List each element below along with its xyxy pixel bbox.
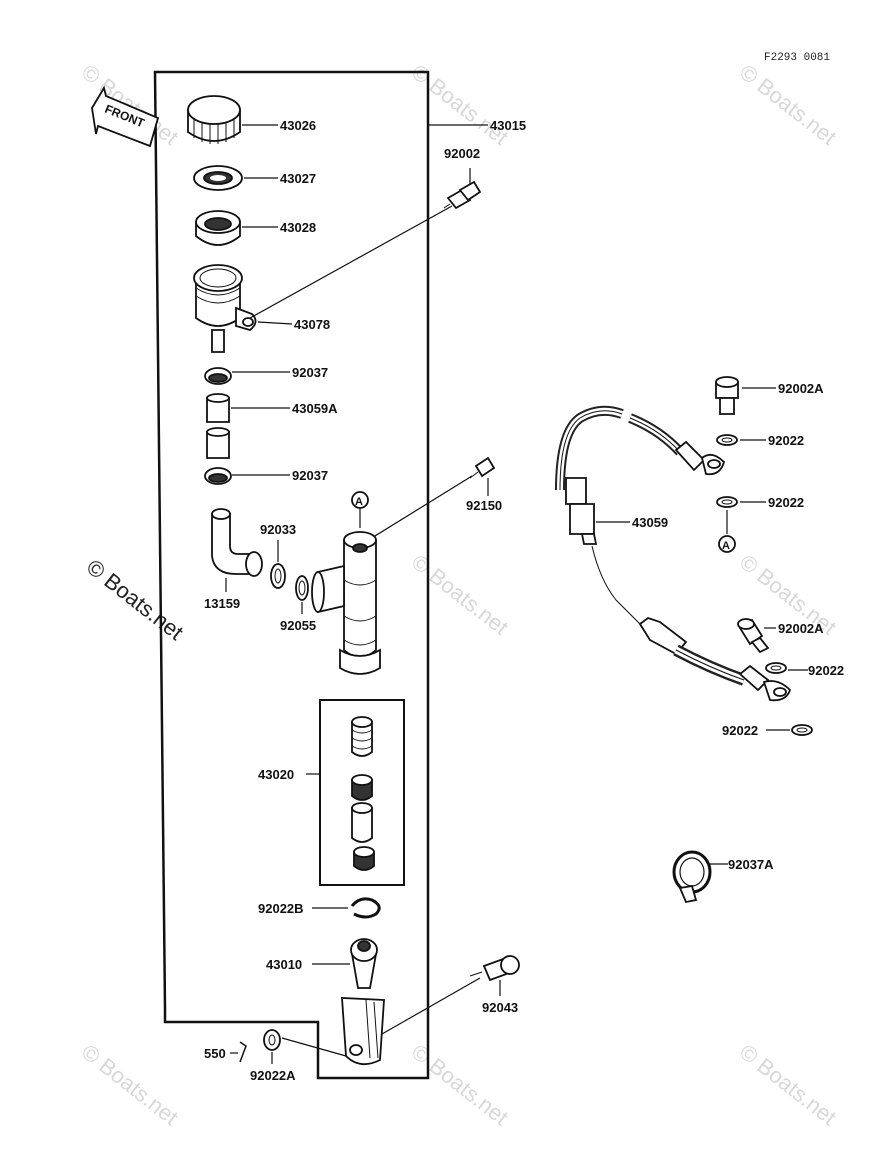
plate-43027 [193,165,243,191]
brake-hose-43059 [555,405,792,702]
part-label-92043: 92043 [482,1000,518,1015]
part-label-43026: 43026 [280,118,316,133]
piston-kit-43020 [351,716,375,871]
part-label-92037-bottom: 92037 [292,468,328,483]
part-label-550: 550 [204,1046,226,1061]
hose-43059A [206,393,230,459]
part-label-43059: 43059 [632,515,668,530]
assembly-border [153,70,430,1080]
watermark-4: © Boats.net [82,554,188,645]
hose-clamp-92037A [672,850,712,904]
washer-92022A [263,1029,281,1051]
part-label-92037A: 92037A [728,857,774,872]
bolt-92002 [443,180,482,210]
part-label-43010: 43010 [266,957,302,972]
svg-text:A: A [722,540,730,552]
part-label-43020: 43020 [258,767,294,782]
watermark-7: © Boats.net [77,1039,183,1130]
o-ring-92033 [270,563,286,589]
part-label-13159: 13159 [204,596,240,611]
elbow-fitting-13159 [211,508,263,577]
part-label-92022-4: 92022 [722,723,758,738]
clamp-92037-top [204,367,232,385]
part-label-92022-3: 92022 [808,663,844,678]
part-label-92002A-top: 92002A [778,381,824,396]
part-label-43015: 43015 [490,118,526,133]
watermark-3: © Boats.net [735,59,841,150]
part-label-43027: 43027 [280,171,316,186]
front-arrow: FRONT [91,85,160,148]
part-label-43028: 43028 [280,220,316,235]
washer-92022-1 [716,434,738,446]
part-label-92037-top: 92037 [292,365,328,380]
part-label-43078: 43078 [294,317,330,332]
part-label-92022A: 92022A [250,1068,296,1083]
drawing-code: F2293 0081 [764,52,830,64]
reservoir-43078 [193,264,257,353]
part-label-92022B: 92022B [258,901,304,916]
watermark-9: © Boats.net [735,1039,841,1130]
circlip-92022B [350,897,381,919]
watermark-8: © Boats.net [407,1039,513,1130]
part-label-92033: 92033 [260,522,296,537]
part-label-92002: 92002 [444,146,480,161]
part-label-92055: 92055 [280,618,316,633]
washer-92022-3 [765,662,787,674]
push-rod-43010 [341,938,385,1066]
watermark-5: © Boats.net [407,549,513,640]
banjo-bolt-92002A-top [715,376,739,415]
cotter-pin-550 [239,1041,247,1063]
bolt-92150 [469,456,496,479]
banjo-bolt-92002A-mid [737,618,770,654]
watermarks: © Boats.net © Boats.net © Boats.net © Bo… [77,59,841,1130]
washer-92022-4 [791,724,813,736]
washer-92022-2 [716,496,738,508]
part-label-92022-2: 92022 [768,495,804,510]
diaphragm-43028 [195,210,241,246]
part-label-43059A: 43059A [292,401,338,416]
part-label-92022-1: 92022 [768,433,804,448]
clamp-92037-bottom [204,467,232,485]
master-cylinder-body [311,531,381,675]
svg-text:A: A [355,496,363,508]
part-label-92002A-mid: 92002A [778,621,824,636]
piston-kit-box [319,699,405,886]
ref-mark-a-left: A [351,491,369,528]
ref-mark-a-right: A [718,535,736,553]
pin-92043 [469,955,520,982]
reservoir-cap-43026 [187,95,241,144]
part-label-92150: 92150 [466,498,502,513]
o-ring-92055 [295,575,309,601]
